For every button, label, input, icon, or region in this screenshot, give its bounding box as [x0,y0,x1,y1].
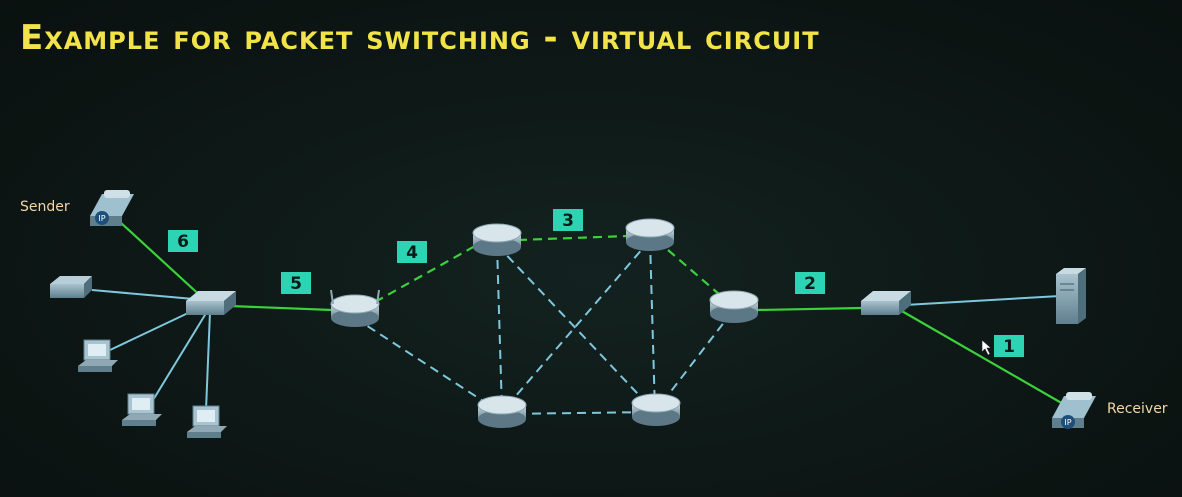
pc-icon [78,339,118,372]
router-icon [631,393,681,426]
pc-icon [122,393,162,426]
link-pc3-switch [205,311,211,411]
printer-icon [50,276,92,298]
svg-text:IP: IP [98,214,105,223]
router-icon [477,395,527,428]
pc-icon [187,405,227,438]
link-switch-server [904,295,1061,306]
hop-number: 1 [1003,337,1015,357]
hop-label-4: 4 [397,241,427,263]
vc-link-3b [667,249,721,296]
switch-icon [861,291,911,315]
hop-number: 5 [290,274,302,294]
link-router-r-b1 [354,317,501,413]
hop-number: 6 [177,232,189,252]
link-t2-b2 [649,239,656,413]
link-t1-b2 [496,244,656,413]
router-icon [709,290,759,323]
switch-icon [186,291,236,315]
hop-label-5: 5 [281,272,311,294]
hop-number: 2 [804,274,816,294]
sender-label: Sender [20,199,70,215]
receiver-label: Receiver [1107,401,1168,417]
cursor-icon [981,339,992,356]
link-printer-switch [91,289,206,301]
hop-label-2: 2 [795,272,825,294]
link-b1-b2 [501,411,656,415]
hop-label-3: 3 [553,209,583,231]
vc-link-4 [374,245,476,303]
router-icon [330,289,380,327]
link-pc2-switch [149,309,209,406]
vc-link-2 [757,306,863,312]
link-t2-b1 [501,239,651,413]
vc-link-1 [899,309,1066,406]
hop-label-6: 6 [168,230,198,252]
hop-label-1: 1 [994,335,1024,357]
server-icon [1056,268,1086,324]
vc-link-6 [119,221,206,301]
router-icon [472,223,522,256]
ip-phone-icon: IP [1052,392,1096,429]
slide-title: Example for packet switching - virtual c… [20,18,820,58]
vc-link-3a [517,234,629,242]
ip-phone-icon: IP [90,190,134,226]
vc-link-5 [229,304,333,312]
hop-number: 4 [406,243,418,263]
svg-text:IP: IP [1064,418,1071,427]
link-t1-b1 [496,244,503,413]
hop-number: 3 [562,211,574,231]
router-icon [625,218,675,251]
